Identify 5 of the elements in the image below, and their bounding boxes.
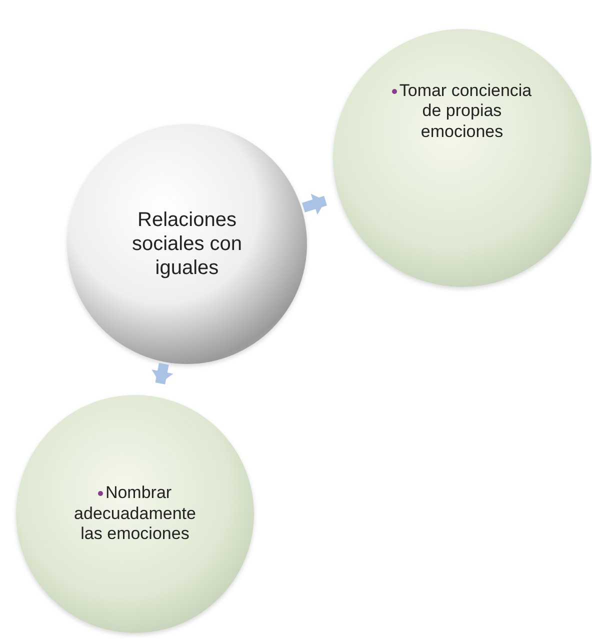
node-text: Relaciones sociales con iguales — [130, 208, 244, 280]
arrow — [152, 362, 174, 384]
node-text: Nombrar adecuadamente las emociones — [73, 483, 197, 545]
arrow — [302, 194, 328, 215]
node-text: Tomar conciencia de propias emociones — [390, 81, 534, 142]
